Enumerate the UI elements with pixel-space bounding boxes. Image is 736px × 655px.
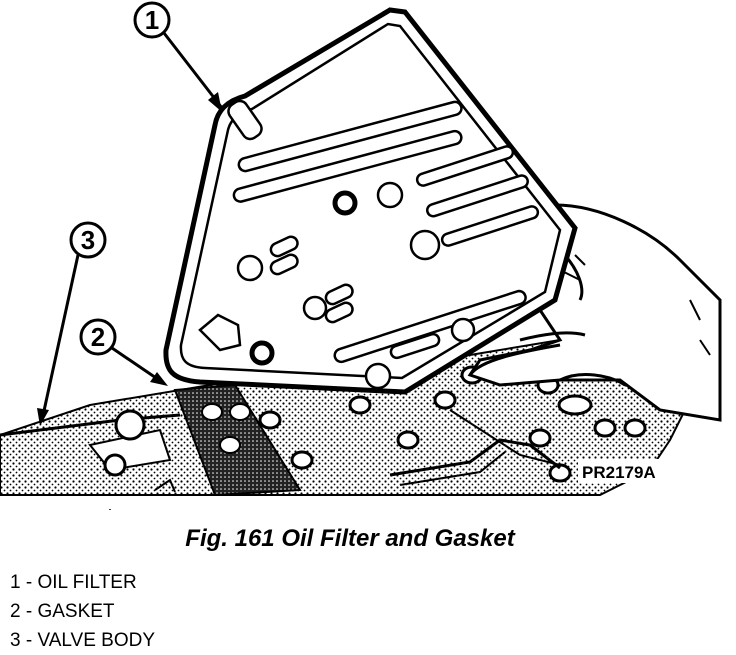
gasket: [173, 383, 302, 497]
legend-list: 1 - OIL FILTER 2 - GASKET 3 - VALVE BODY: [10, 568, 155, 655]
callout-3-number: 3: [81, 225, 95, 255]
figure-caption: Fig. 161 Oil Filter and Gasket: [185, 525, 515, 552]
legend-item-oil-filter: 1 - OIL FILTER: [10, 572, 137, 593]
callout-1-number: 1: [145, 5, 159, 35]
callout-3: 3: [37, 221, 107, 426]
callout-2-number: 2: [91, 322, 105, 352]
callout-2: 2: [79, 318, 168, 386]
legend-item-valve-body: 3 - VALVE BODY: [10, 630, 156, 651]
callout-1: 1: [133, 1, 224, 112]
figure-reference-code: PR2179A: [582, 463, 656, 482]
legend-item-gasket: 2 - GASKET: [10, 601, 115, 622]
oil-filter: [163, 7, 578, 395]
oil-filter-illustration: 1 3 2 PR2179A: [0, 1, 722, 510]
